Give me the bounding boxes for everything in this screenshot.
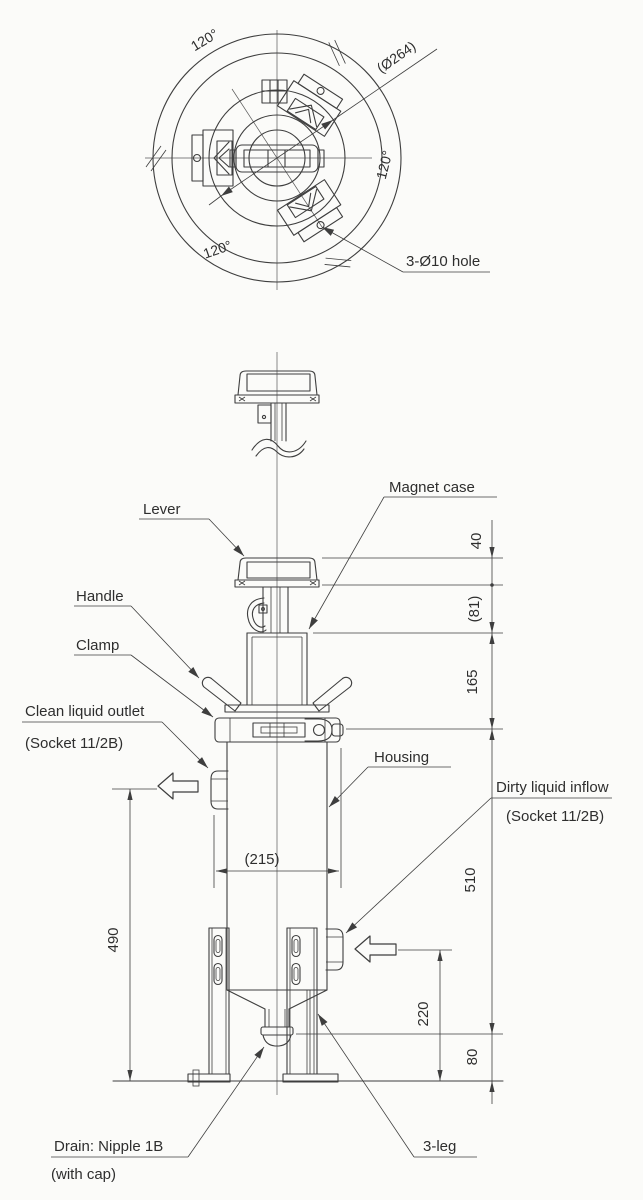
handle-hook [246, 586, 289, 634]
label-magnet-case: Magnet case [308, 479, 497, 630]
top-view: (Ø264) 120° 120° 120° 3-Ø10 hole [145, 25, 490, 290]
label-lever: Lever [139, 501, 245, 557]
dim-220: 220 [415, 950, 443, 1081]
dim-510-label: 510 [462, 867, 479, 892]
leg-right [282, 927, 339, 1083]
angle-label-right: 120° [373, 149, 396, 181]
angle-label-bottom-left: 120° [201, 237, 234, 262]
extension-lines [112, 557, 503, 1035]
svg-text:Magnet case: Magnet case [389, 479, 475, 496]
svg-text:(Socket 11/2B): (Socket 11/2B) [506, 808, 604, 825]
hole-note-label: 3-Ø10 hole [406, 253, 480, 270]
svg-text:Clean liquid outlet: Clean liquid outlet [25, 703, 145, 720]
diameter-dimension: (Ø264) [208, 38, 438, 206]
label-housing: Housing [328, 749, 451, 808]
clamp-band [214, 717, 344, 743]
svg-text:Drain: Nipple 1B: Drain: Nipple 1B [54, 1138, 163, 1155]
svg-text:3-leg: 3-leg [423, 1138, 456, 1155]
svg-text:Handle: Handle [76, 588, 124, 605]
dim-215-label: (215) [244, 851, 279, 868]
magnet-case [224, 632, 330, 713]
dim-80-label: 80 [464, 1049, 481, 1066]
hole-callout: 3-Ø10 hole [321, 226, 490, 273]
lever-raised [234, 370, 320, 458]
latch-catch [304, 718, 333, 742]
svg-text:(with cap): (with cap) [51, 1166, 116, 1183]
label-handle: Handle [74, 588, 200, 679]
dim-165-label: 165 [464, 669, 481, 694]
part-labels: Lever Magnet case Handle Clamp Clean liq… [22, 479, 612, 1183]
label-drain: Drain: Nipple 1B (with cap) [51, 1046, 265, 1183]
label-3-leg: 3-leg [317, 1013, 477, 1158]
label-clean-outlet: Clean liquid outlet (Socket 11/2B) [22, 703, 209, 769]
clean-outlet-socket [210, 770, 229, 810]
label-clamp: Clamp [74, 637, 214, 718]
top-view-latch-bracket [261, 79, 288, 104]
svg-text:Lever: Lever [143, 501, 181, 518]
inflow-arrow [354, 935, 397, 963]
svg-text:Dirty liquid inflow: Dirty liquid inflow [496, 779, 609, 796]
dim-chain-right: 40 (81) 165 510 80 [462, 520, 495, 1104]
drain-nipple [260, 1008, 294, 1047]
lid-plate [224, 704, 330, 713]
dim-81-label: (81) [466, 596, 483, 623]
latch-knob [331, 723, 344, 737]
handles [201, 676, 353, 712]
dim-490-label: 490 [105, 927, 122, 952]
break-line [251, 438, 307, 453]
dim-220-label: 220 [415, 1001, 432, 1026]
angle-labels: 120° 120° 120° [188, 25, 396, 261]
front-view [112, 352, 504, 1095]
dim-215: (215) [216, 851, 339, 874]
diameter-label: (Ø264) [374, 38, 419, 76]
dimensions: 40 (81) 165 510 80 490 220 (215) [105, 520, 503, 1104]
top-view-centerlines [145, 30, 372, 290]
leg-left [187, 927, 231, 1087]
label-dirty-inflow: Dirty liquid inflow (Socket 11/2B) [345, 779, 612, 934]
dim-490: 490 [105, 789, 133, 1081]
outflow-arrow [157, 772, 199, 800]
dim-40-label: 40 [468, 533, 485, 550]
svg-text:Housing: Housing [374, 749, 429, 766]
dirty-inflow-socket [325, 928, 344, 971]
top-view-circles [152, 33, 402, 283]
lever [234, 557, 320, 588]
svg-text:Clamp: Clamp [76, 637, 119, 654]
svg-text:(Socket 11/2B): (Socket 11/2B) [25, 735, 123, 752]
